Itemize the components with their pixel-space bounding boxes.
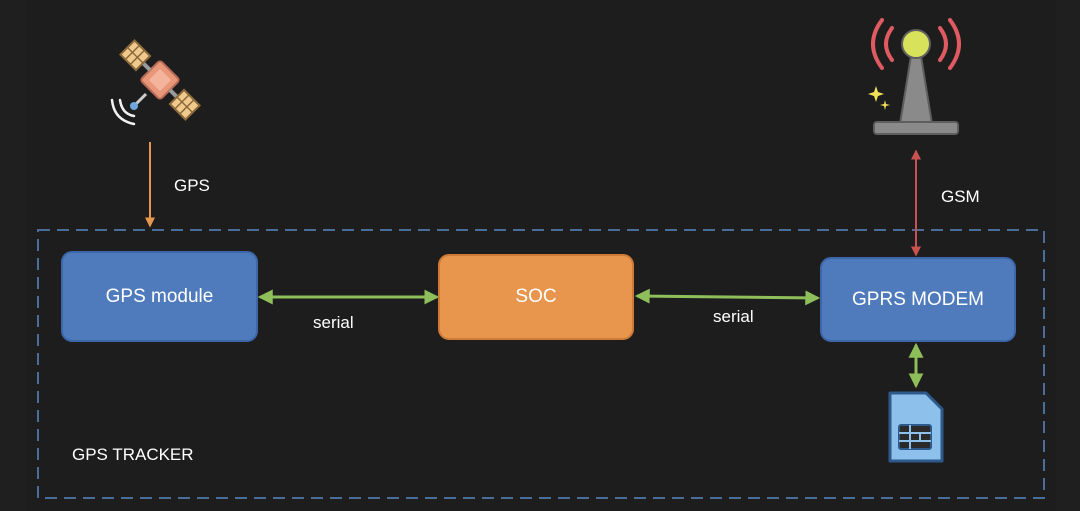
cell-tower-icon — [868, 18, 961, 135]
serial-link-right — [634, 288, 821, 306]
gps-tracker-label: GPS TRACKER — [72, 445, 194, 464]
gsm-edge-label: GSM — [941, 187, 980, 206]
gps-edge-label: GPS — [174, 176, 210, 195]
gprs-modem-label: GPRS MODEM — [852, 288, 984, 310]
soc-label: SOC — [515, 286, 557, 307]
gps-module-box: GPS module — [61, 251, 258, 342]
serial-right-label: serial — [713, 307, 754, 326]
gps-module-label: GPS module — [105, 285, 214, 307]
serial-left-label: serial — [313, 313, 354, 332]
gprs-modem-box: GPRS MODEM — [820, 257, 1016, 342]
sim-card-icon — [888, 391, 944, 463]
satellite-icon — [110, 38, 202, 126]
soc-box: SOC — [438, 254, 634, 340]
gps-tracker-boundary — [37, 229, 1045, 499]
